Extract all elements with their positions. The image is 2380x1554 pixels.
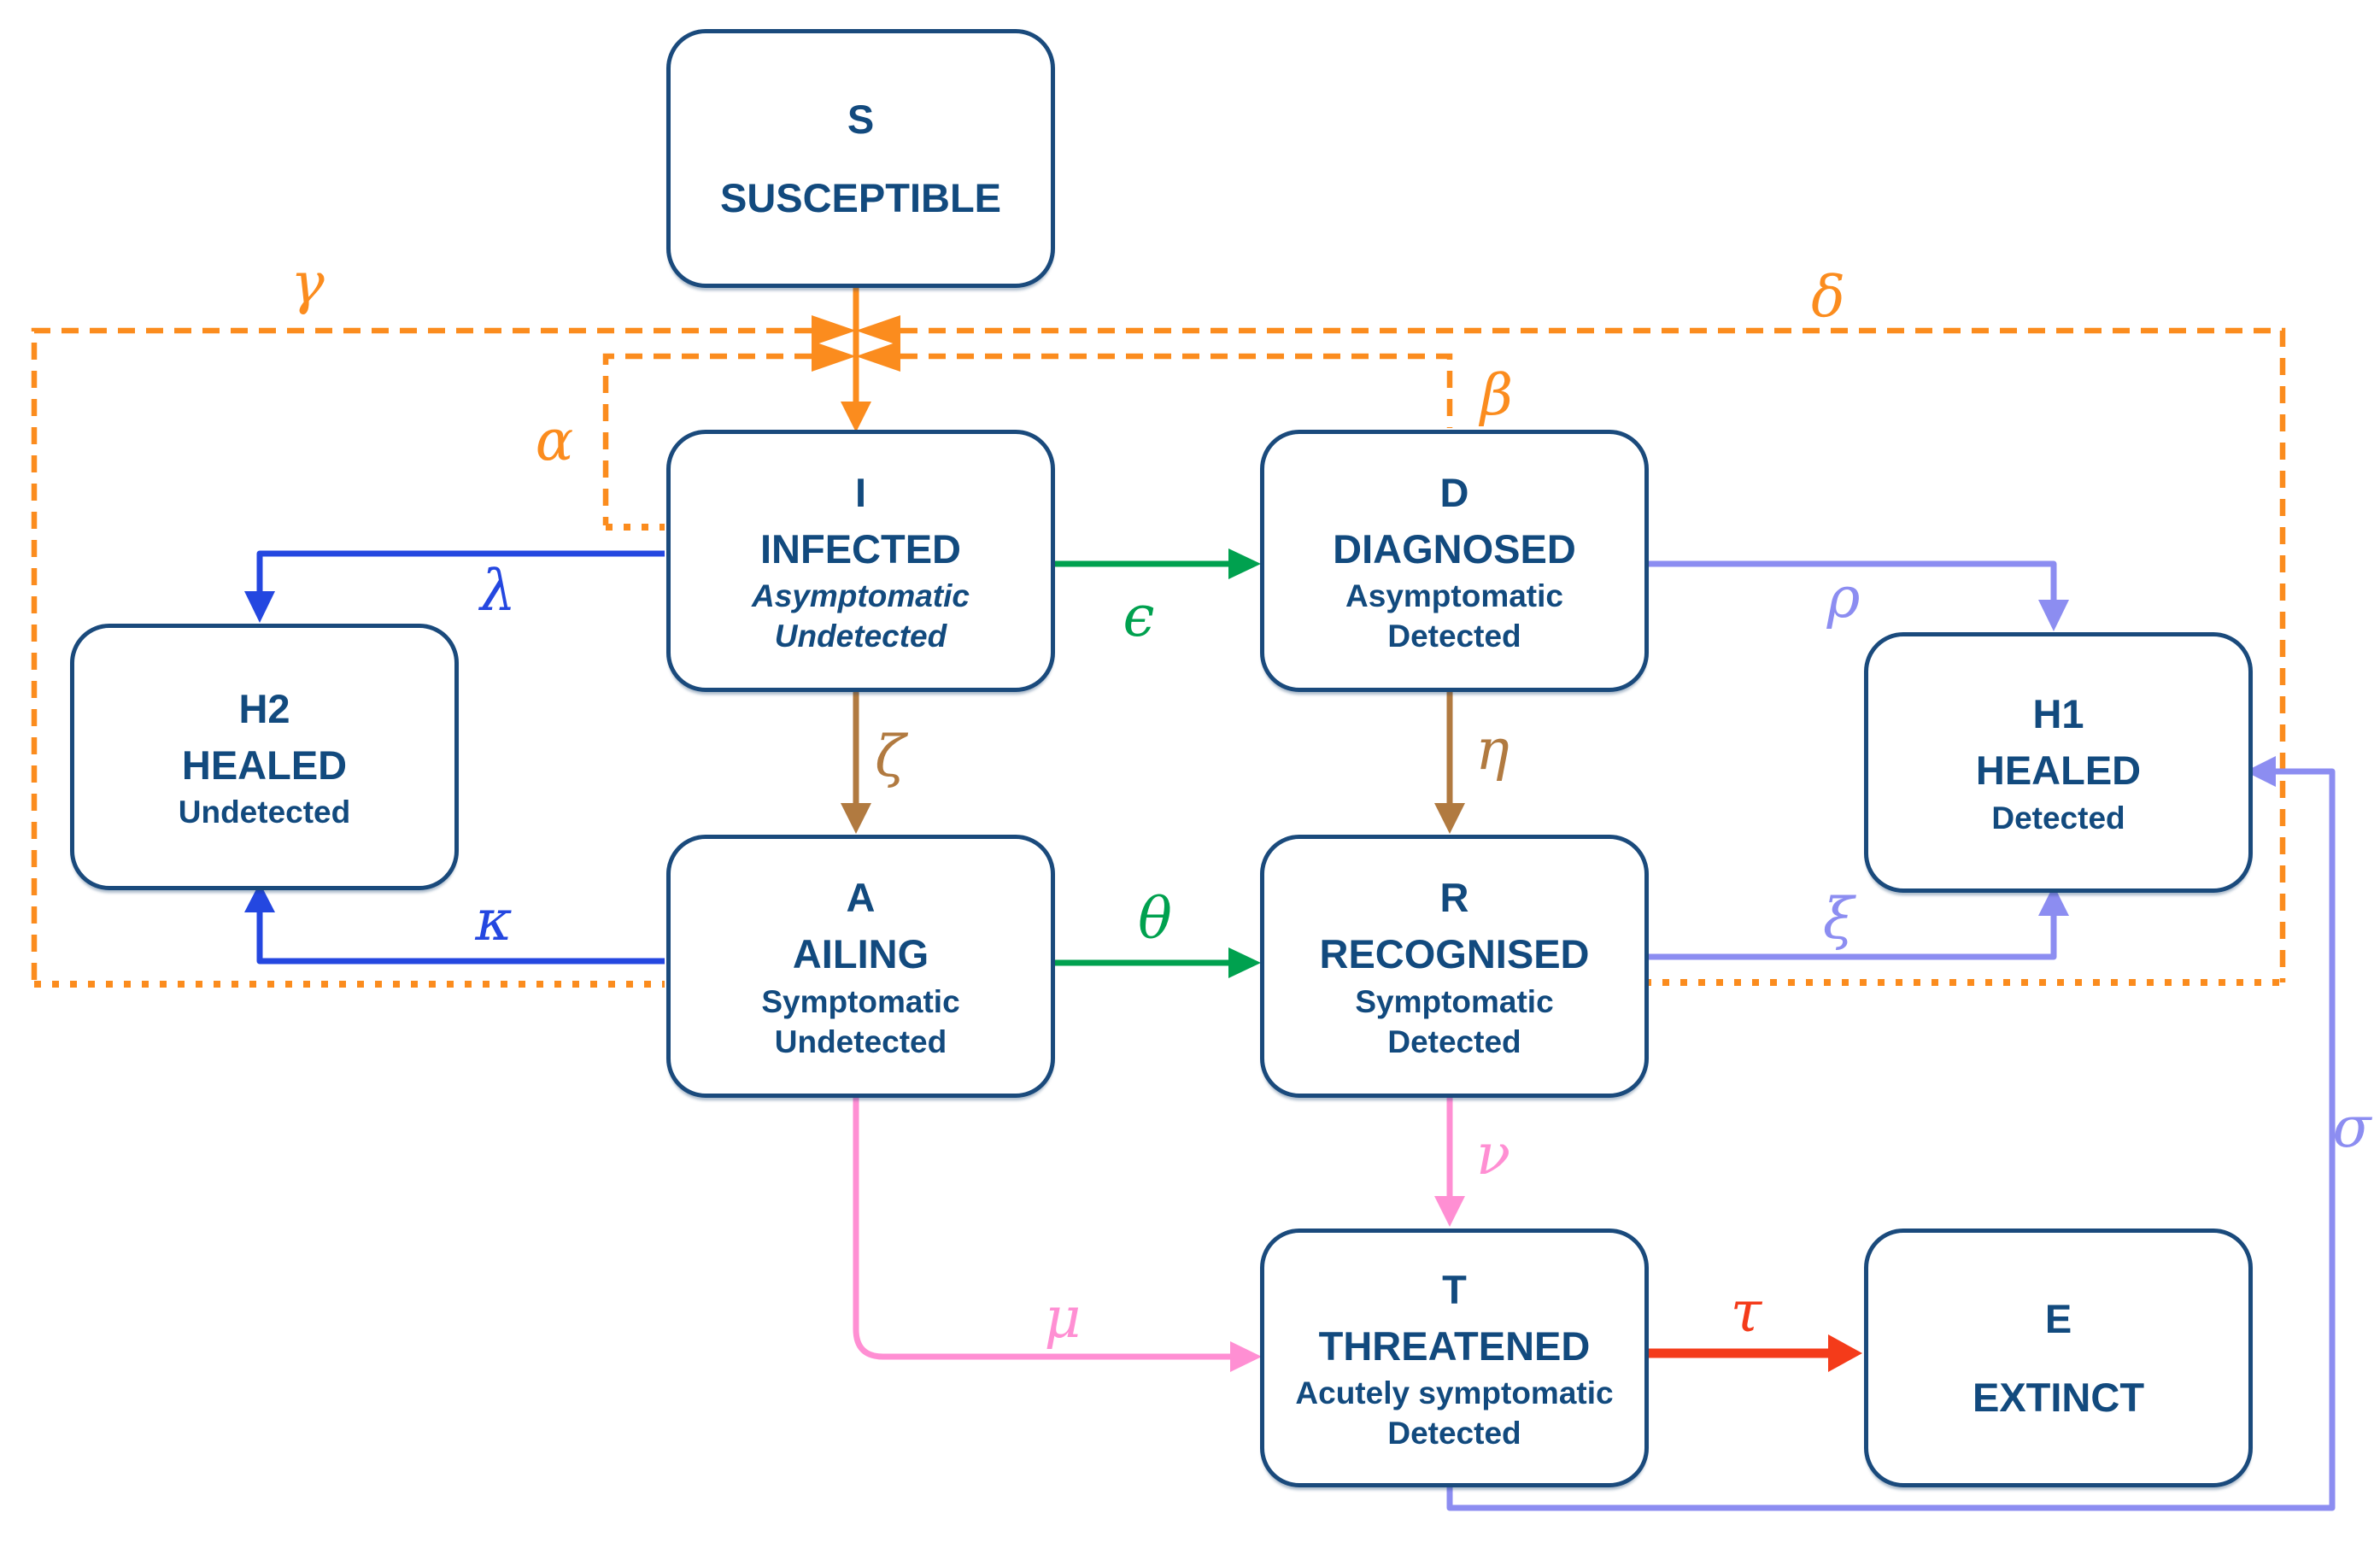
node-subtitle: Undetected [178,795,351,830]
node-title: HEALED [1975,748,2142,793]
edge-label-zeta: ζ [875,724,906,789]
node-ailing: A AILING Symptomatic Undetected [666,835,1055,1098]
node-title: HEALED [181,742,348,788]
node-title: SUSCEPTIBLE [719,174,1002,220]
edge-mu-arrowhead [1230,1341,1262,1372]
node-title: EXTINCT [1972,1374,2145,1420]
edge-label-beta: β [1480,362,1514,428]
edge-rho-arrowhead [2038,600,2069,631]
edge-alpha-dashed [602,353,812,525]
node-subtitle: Undetected [774,1023,947,1059]
edge-nu-arrowhead [1434,1196,1465,1227]
edge-lambda-arrowhead [244,591,275,623]
edge-label-delta: δ [1811,264,1845,330]
node-subtitle: Detected [1387,619,1521,654]
edge-beta-dashed [900,353,1453,428]
edge-xi-line [1638,916,2057,960]
edge-tau-arrowhead [1828,1334,1862,1372]
edge-label-mu: μ [1044,1285,1082,1351]
node-healed-detected: H1 HEALED Detected [1864,632,2253,893]
edge-eta-arrowhead [1434,803,1465,834]
node-susceptible: S SUSCEPTIBLE [666,29,1055,288]
edge-label-epsilon: ϵ [1123,583,1155,649]
node-subtitle: Asymptomatic [752,578,970,614]
edge-label-alpha: α [535,408,574,473]
node-letter: S [847,96,875,142]
node-extinct: E EXTINCT [1864,1229,2253,1487]
junction-arrowhead-delta [856,315,900,346]
edges-healing-periwinkle [1446,560,2336,1511]
edge-rho-line [1638,560,2057,600]
edge-theta-arrowhead [1228,947,1261,978]
junction-arrowhead-beta [856,341,900,372]
edges-symptoms-brown [841,685,1465,834]
edge-xi-arrowhead [2038,885,2069,916]
edges-worsening-pink [853,1091,1465,1372]
edge-gamma-dashed [31,327,812,984]
edges-detection-green [1048,548,1261,978]
node-healed-undetected: H2 HEALED Undetected [70,624,459,890]
node-threatened: T THREATENED Acutely symptomatic Detecte… [1260,1229,1649,1487]
edges-healing-blue [244,550,665,965]
junction-arrowhead-gamma [812,315,856,346]
edge-label-rho: ρ [1826,565,1861,630]
node-subtitle: Detected [1387,1023,1521,1059]
edge-kappa-arrowhead [244,883,275,912]
node-letter: D [1439,469,1469,515]
edge-label-lambda: λ [480,558,516,624]
node-letter: A [846,875,876,921]
node-title: INFECTED [760,525,961,572]
edge-s-to-i-arrowhead [841,402,871,432]
node-title: AILING [792,931,929,977]
edge-mu-line [853,1091,1230,1360]
edges-death-red [1642,1334,1862,1372]
edge-label-theta: θ [1138,886,1172,952]
node-title: THREATENED [1318,1322,1591,1369]
edge-sigma-line [1446,768,2336,1511]
edge-epsilon-arrowhead [1228,548,1261,579]
node-title: RECOGNISED [1319,931,1590,977]
edge-label-gamma: γ [290,250,325,316]
edge-delta-dashed [900,327,2286,982]
node-infected: I INFECTED Asymptomatic Undetected [666,430,1055,692]
edge-label-eta: η [1475,717,1509,783]
edge-label-nu: ν [1475,1122,1511,1187]
node-recognised: R RECOGNISED Symptomatic Detected [1260,835,1649,1098]
node-letter: R [1439,875,1469,921]
node-title: DIAGNOSED [1333,525,1576,572]
node-diagnosed: D DIAGNOSED Asymptomatic Detected [1260,430,1649,692]
node-letter: H1 [2032,691,2084,737]
node-subtitle: Asymptomatic [1345,578,1563,614]
node-letter: T [1442,1266,1467,1312]
edge-label-kappa: κ [475,888,513,953]
node-letter: E [2044,1295,2072,1341]
node-letter: H2 [238,685,290,731]
junction-arrowhead-alpha [812,341,856,372]
node-subtitle: Undetected [774,619,947,654]
node-subtitle: Symptomatic [1355,983,1554,1019]
edge-zeta-arrowhead [841,803,871,834]
edge-label-sigma: σ [2332,1094,2371,1160]
edge-sigma-arrowhead [2245,756,2276,787]
edges-contagion-orange [31,279,2286,988]
edge-lambda-line [256,550,665,591]
node-subtitle: Symptomatic [761,983,960,1019]
node-subtitle: Detected [1991,800,2125,836]
edge-label-tau: τ [1730,1279,1762,1345]
edge-label-xi: ξ [1822,886,1855,952]
edge-kappa-line [256,912,665,965]
node-subtitle: Acutely symptomatic [1295,1375,1614,1411]
node-letter: I [854,469,867,515]
node-subtitle: Detected [1387,1416,1521,1451]
